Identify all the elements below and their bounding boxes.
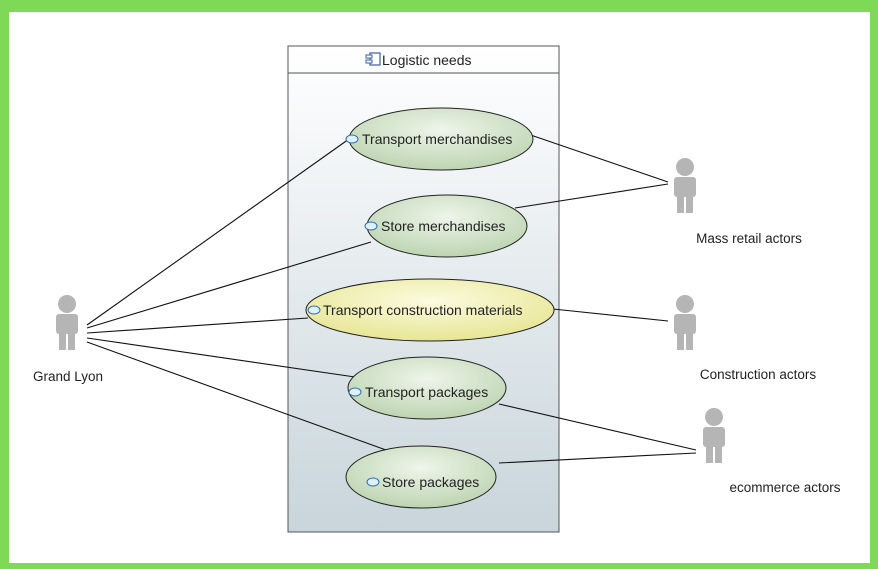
association-line[interactable]: [514, 183, 669, 209]
actor-label: Construction actors: [700, 367, 817, 382]
use-case-store-packages[interactable]: Store packages: [345, 445, 497, 509]
association-line[interactable]: [498, 403, 697, 451]
use-case-store-merchandises[interactable]: Store merchandises: [364, 194, 528, 258]
actor-icon: [674, 295, 696, 350]
use-case-transport-merchandises[interactable]: Transport merchandises: [345, 107, 534, 171]
component-icon: [365, 52, 381, 66]
actor-icon: [674, 158, 696, 213]
actor-label: Grand Lyon: [33, 369, 103, 384]
association-line[interactable]: [498, 452, 697, 464]
use-case-icon: [366, 477, 380, 487]
use-case-icon: [345, 134, 359, 144]
use-case-diagram: Logistic needs Transport merchandises St…: [33, 45, 841, 533]
use-case-label: Store packages: [382, 474, 479, 490]
use-case-label: Transport construction materials: [323, 302, 522, 318]
actor-mass-retail[interactable]: Mass retail actors: [674, 158, 802, 246]
use-case-transport-packages[interactable]: Transport packages: [347, 356, 507, 420]
use-case-label: Transport merchandises: [362, 131, 512, 147]
use-case-label: Store merchandises: [381, 218, 506, 234]
use-case-icon: [307, 305, 321, 315]
use-case-icon: [348, 387, 362, 397]
association-line[interactable]: [552, 308, 669, 322]
actor-ecommerce[interactable]: ecommerce actors: [703, 408, 841, 495]
actor-grand-lyon[interactable]: Grand Lyon: [33, 295, 103, 384]
association-line[interactable]: [86, 337, 356, 378]
system-title: Logistic needs: [382, 52, 472, 68]
use-case-transport-construction-materials[interactable]: Transport construction materials: [305, 278, 555, 342]
association-line[interactable]: [518, 130, 669, 183]
association-lines: [86, 130, 697, 464]
actor-icon: [703, 408, 725, 463]
actor-icon: [56, 295, 78, 350]
association-line[interactable]: [86, 341, 387, 451]
use-case-label: Transport packages: [365, 384, 488, 400]
use-case-icon: [364, 221, 378, 231]
association-line[interactable]: [86, 138, 350, 326]
association-line[interactable]: [86, 241, 372, 329]
actor-construction[interactable]: Construction actors: [674, 295, 816, 382]
diagram-canvas: Logistic needs Transport merchandises St…: [9, 12, 870, 563]
actor-label: Mass retail actors: [696, 231, 802, 246]
association-line[interactable]: [86, 317, 309, 334]
actor-label: ecommerce actors: [729, 480, 840, 495]
